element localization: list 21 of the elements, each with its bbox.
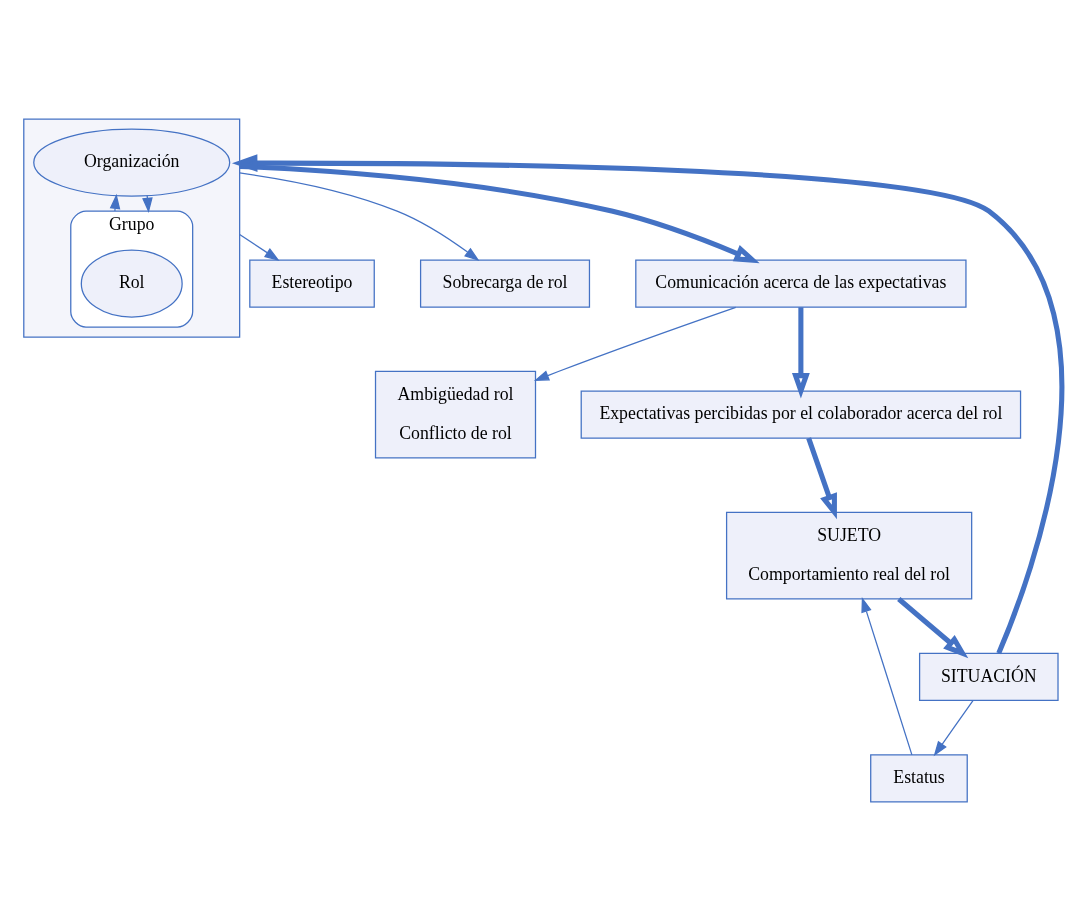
node-box: Sobrecarga de rol [419,259,591,308]
arrow [533,306,737,381]
node-box: Expectativas percibidas por el colaborador acerca del rol [580,390,1022,439]
arrow [791,306,810,398]
node-box: SUJETO Comportamiento real del rol [725,511,973,599]
arrow [239,163,760,263]
node-box: SITUACIÓN [918,652,1059,701]
arrow [109,193,121,212]
node-box: Estatus [870,753,968,803]
arrow [933,699,974,756]
arrow [239,171,480,261]
node-box: Ambigüedad rol Conflicto de rol [374,370,537,458]
arrow [806,436,837,519]
node-box: Estereotipo [249,259,375,308]
arrow [239,233,280,261]
arrow [897,596,969,658]
node-ellipse: Rol [80,249,183,318]
cluster [23,118,241,338]
node-box: Comunicación acerca de las expectativas [635,259,967,308]
arrow [231,153,1065,654]
arrow [861,596,913,755]
